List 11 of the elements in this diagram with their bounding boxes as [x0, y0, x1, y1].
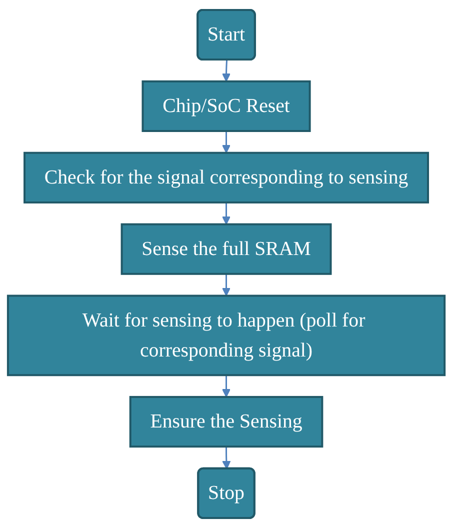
arrow: [222, 202, 231, 225]
arrow: [222, 375, 231, 398]
arrow: [222, 131, 231, 154]
node-box: Chip/SoC Reset: [142, 80, 312, 132]
arrow: [222, 274, 231, 296]
arrow: [222, 60, 231, 82]
arrow: [222, 446, 232, 470]
node-box: Ensure the Sensing: [130, 396, 324, 448]
node-box: Wait for sensing to happen (poll for corresponding signal): [7, 294, 446, 376]
node-box: Sense the full SRAM: [121, 223, 332, 275]
node-box: Check for the signal corresponding to sensing: [24, 152, 430, 204]
